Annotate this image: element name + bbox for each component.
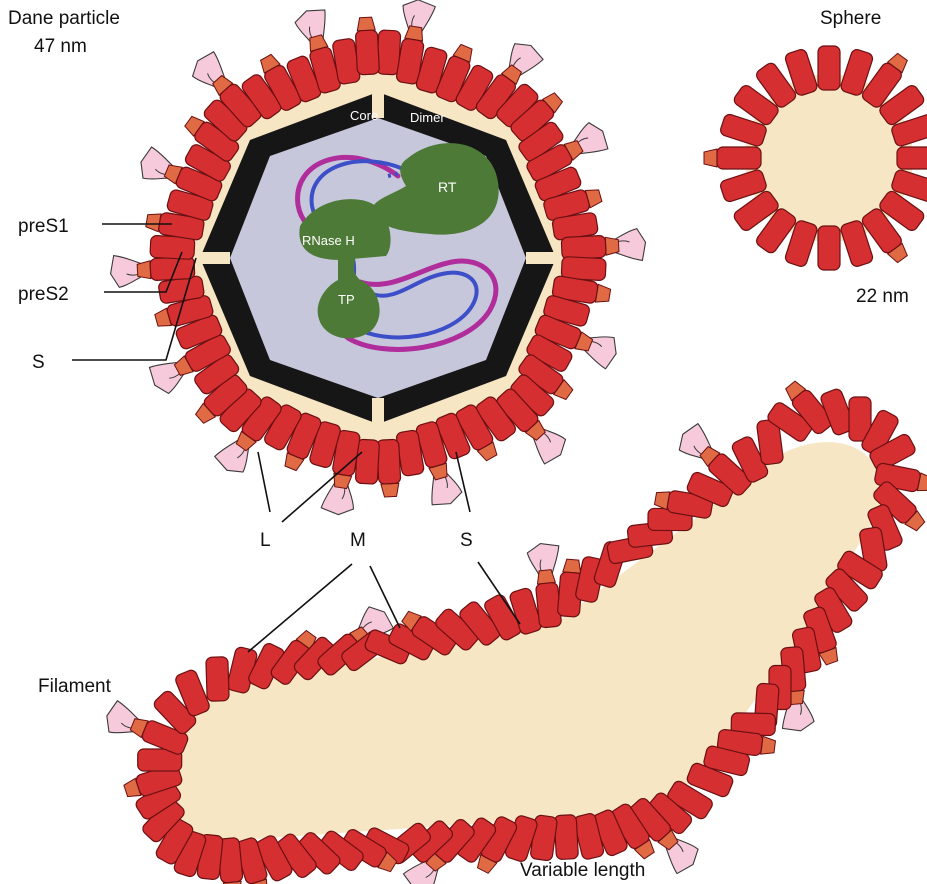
dane-size: 47 nm	[34, 36, 87, 57]
envelope-protein-capped	[355, 17, 380, 75]
filament-lumen	[168, 442, 880, 840]
pres1-label: preS1	[18, 216, 69, 237]
m-label: M	[350, 530, 366, 551]
rt-label: RT	[438, 179, 457, 195]
rnase-h-label: RNase H	[302, 233, 355, 248]
filament-length: Variable length	[520, 860, 645, 881]
sphere-particle	[704, 46, 927, 270]
envelope-protein-capped	[704, 147, 761, 169]
sphere-lumen	[745, 74, 913, 242]
envelope-protein	[818, 46, 840, 90]
dane-particle: Core Dimer RT RNase H TP	[110, 0, 647, 517]
dimer-label: Dimer	[410, 110, 445, 125]
pres2-label: preS2	[18, 284, 69, 305]
envelope-protein	[554, 815, 578, 860]
l-label: L	[260, 530, 271, 551]
envelope-protein-capped	[377, 439, 402, 497]
sphere-size: 22 nm	[856, 286, 909, 307]
sphere-title: Sphere	[820, 8, 881, 29]
envelope-protein	[377, 30, 401, 75]
core-label: Core	[350, 108, 378, 123]
dane-title: Dane particle	[8, 8, 120, 29]
envelope-protein	[818, 226, 840, 270]
envelope-protein	[897, 147, 927, 169]
s-label-bottom: S	[460, 530, 473, 551]
envelope-protein	[206, 657, 229, 702]
s-label-left: S	[32, 352, 45, 373]
filament-title: Filament	[38, 676, 112, 697]
tp-label: TP	[338, 292, 355, 307]
